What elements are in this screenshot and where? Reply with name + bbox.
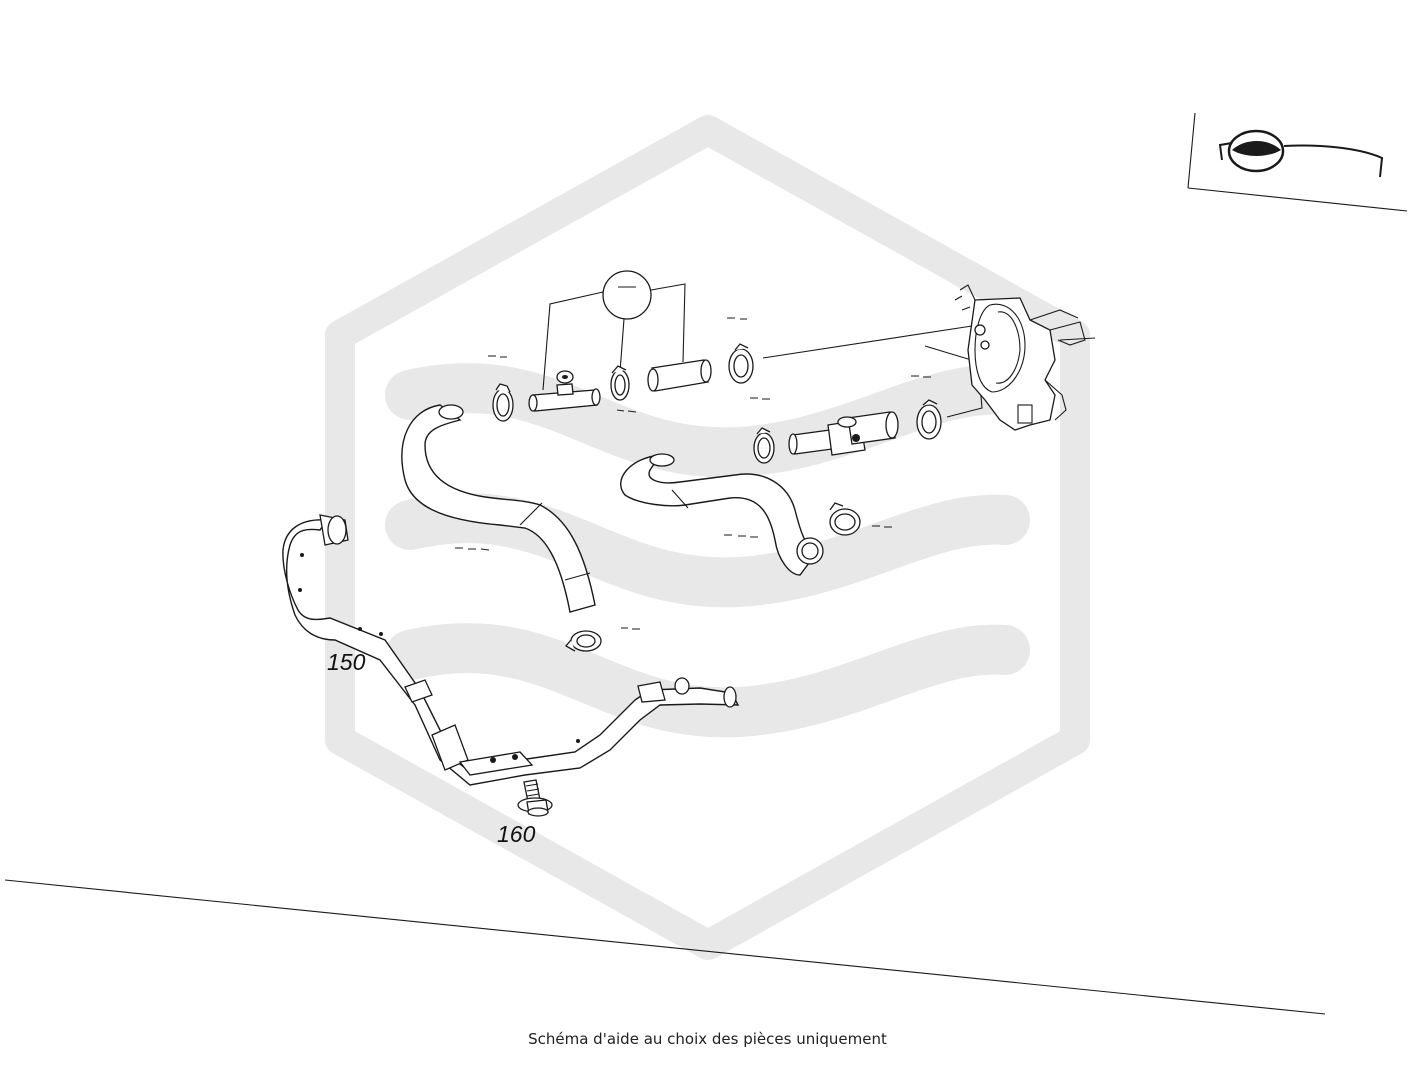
coolant-pipe: [282, 514, 740, 786]
short-hose: [647, 359, 712, 392]
hose-clamp-3: [728, 343, 754, 384]
heater-hose-middle: [620, 453, 824, 576]
heater-unit: [954, 284, 1096, 431]
watermark-logo: [325, 115, 1090, 960]
hose-clamp-5: [829, 502, 861, 536]
heater-hose-upper: [401, 404, 596, 613]
hose-clamp-1: [492, 383, 514, 422]
hose-clamp-6: [564, 630, 602, 652]
vehicle-orientation-icon: [1218, 129, 1384, 178]
hose-clamp-2: [610, 365, 630, 401]
frame-lines: [4, 112, 1408, 1015]
clamp-lower: [753, 427, 775, 464]
diagram-caption: Schéma d'aide au choix des pièces unique…: [528, 1030, 887, 1048]
part-label-150[interactable]: 150: [327, 649, 366, 675]
t-connector: [528, 370, 601, 412]
hose-clamp-4: [916, 399, 942, 440]
bolt: [517, 779, 553, 817]
reference-dashes: [455, 317, 931, 630]
part-label-160[interactable]: 160: [497, 821, 536, 847]
valve-connector: [788, 411, 899, 456]
group-callout: [542, 270, 686, 391]
